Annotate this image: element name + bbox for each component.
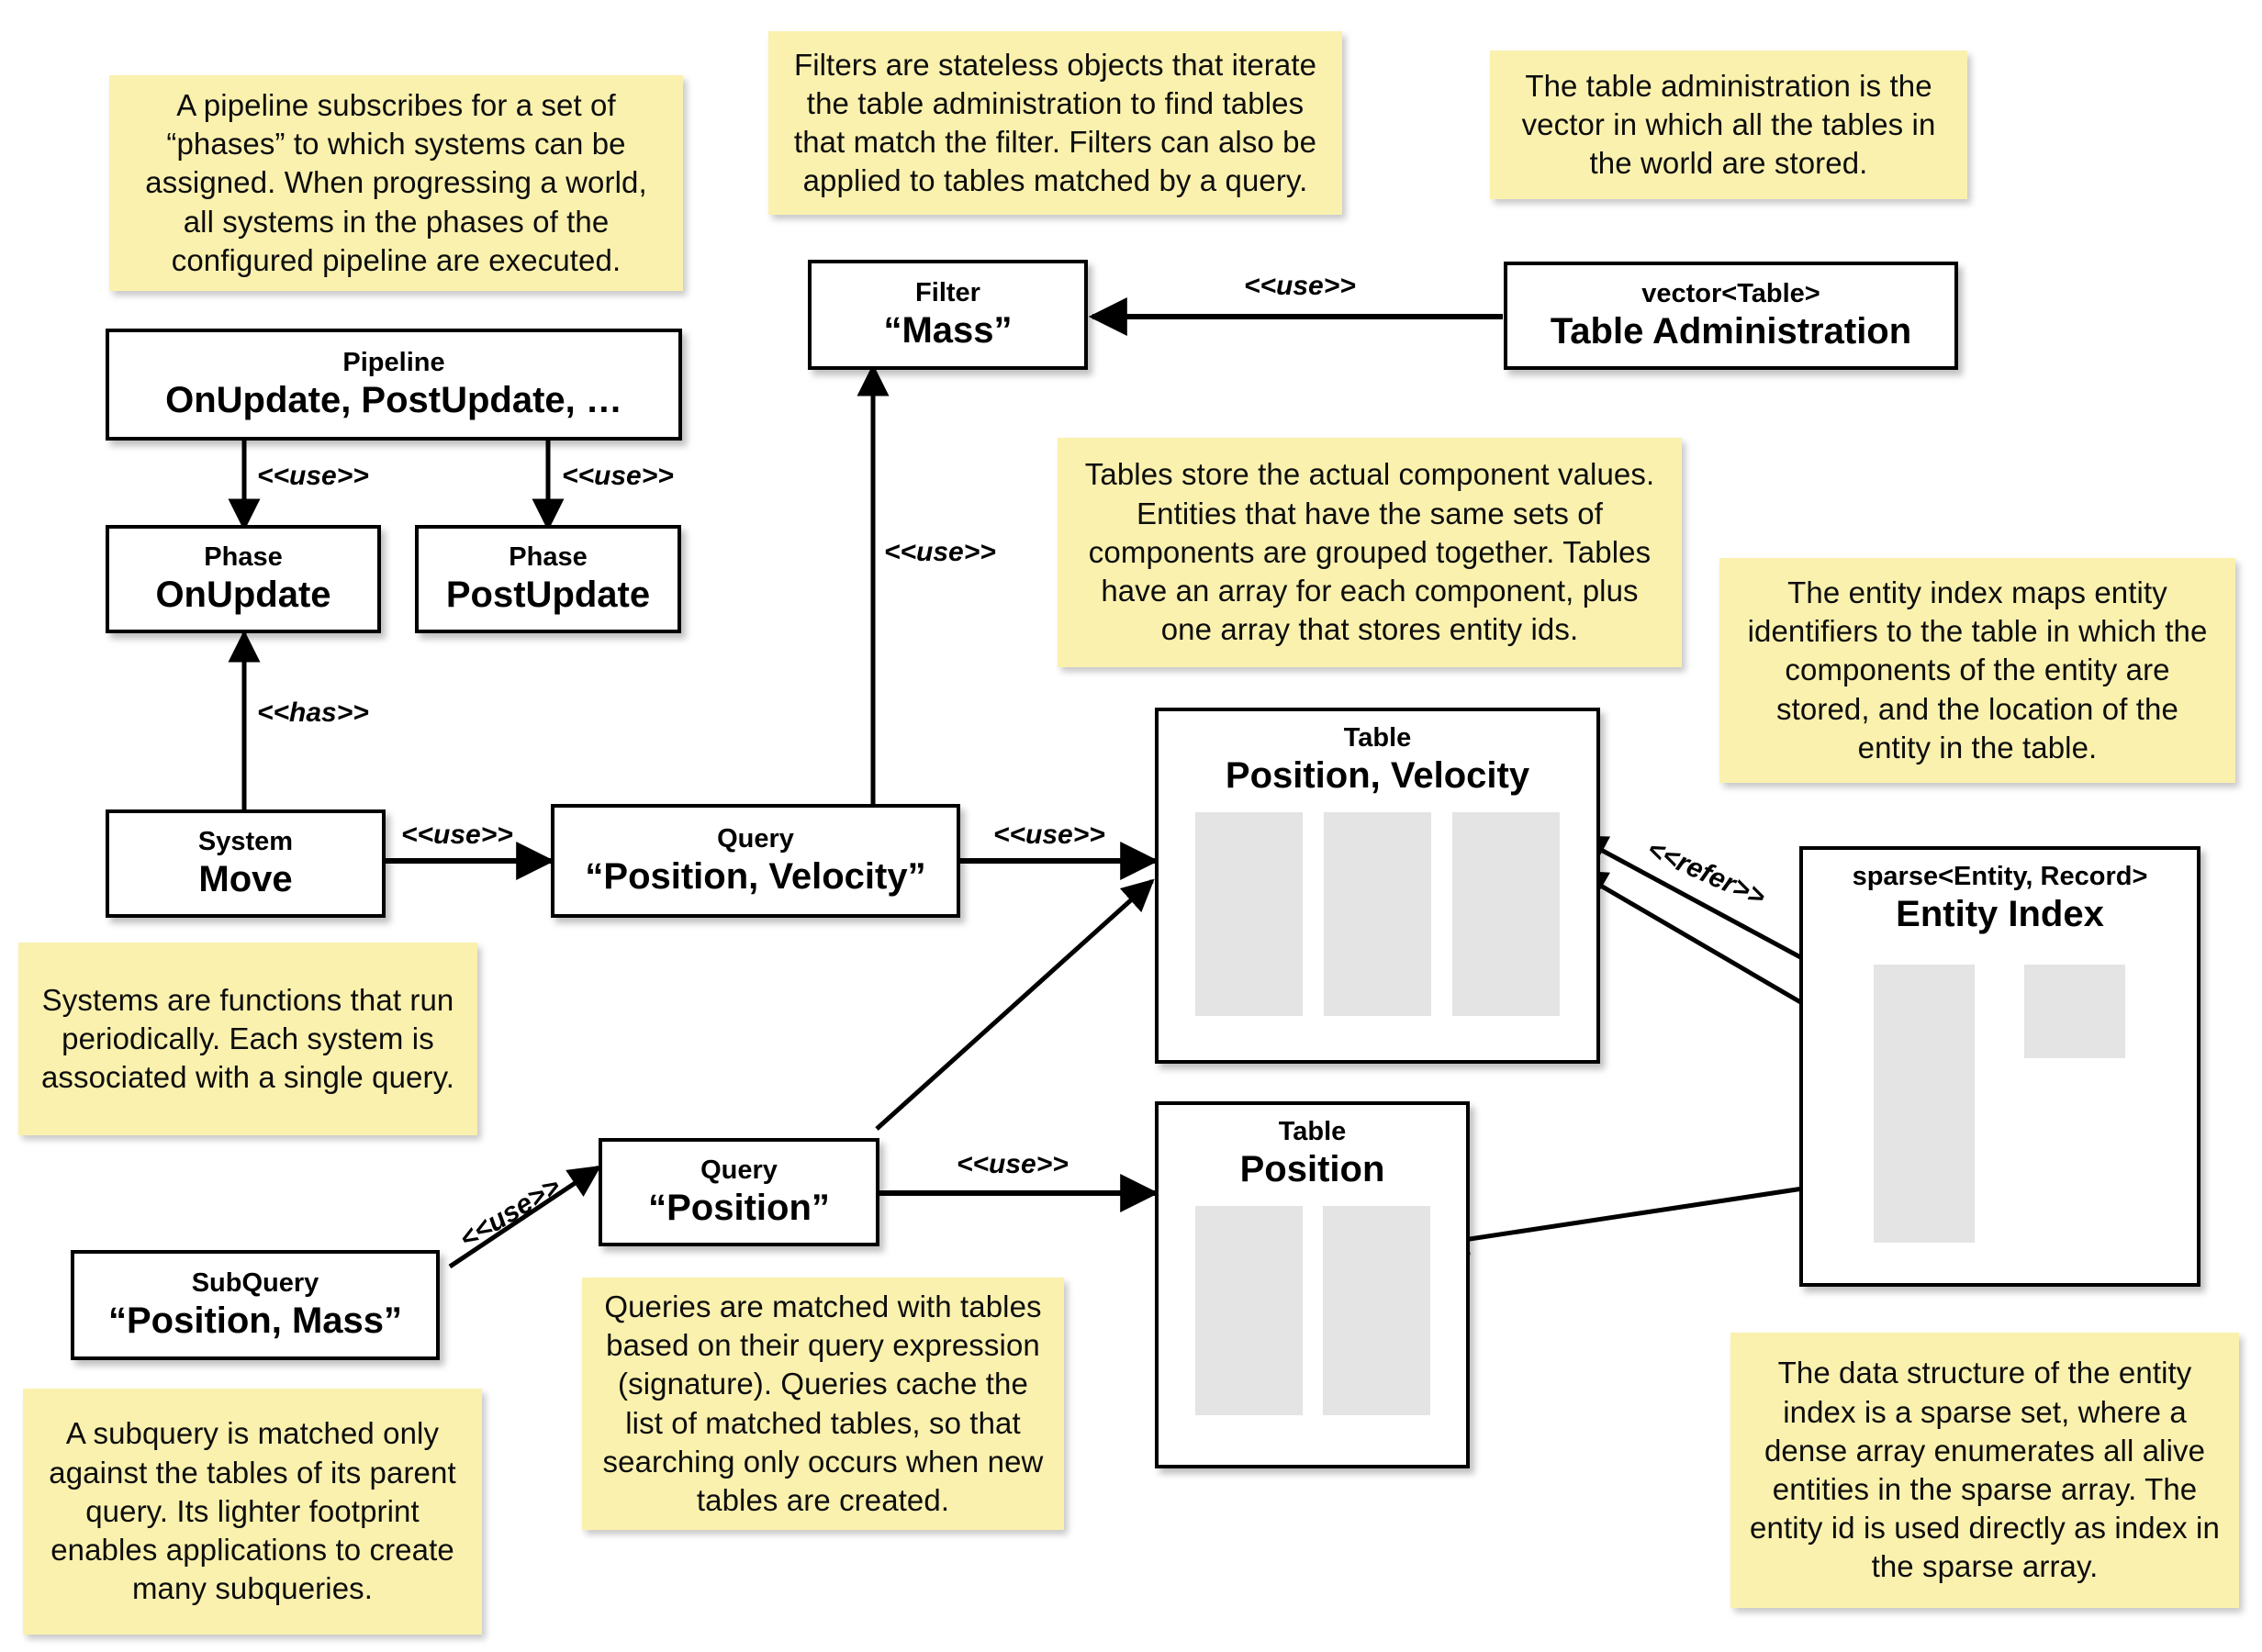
table-column [1194, 1206, 1303, 1415]
box-subquery-position-mass-title: “Position, Mass” [107, 1300, 403, 1341]
table-column [1324, 812, 1431, 1016]
note-entity-index: The entity index maps entity identifiers… [1719, 558, 2235, 783]
box-entity-index-stereotype: sparse<Entity, Record> [1852, 862, 2148, 891]
box-table-position-velocity-stereotype: Table [1343, 723, 1412, 753]
note-queries-text: Queries are matched with tables based on… [602, 1289, 1044, 1517]
note-entity-index-text: The entity index maps entity identifiers… [1747, 575, 2208, 765]
box-table-administration-stereotype: vector<Table> [1641, 279, 1820, 309]
dense-array-block [2024, 965, 2125, 1058]
note-tables-text: Tables store the actual component values… [1084, 457, 1655, 647]
note-systems-text: Systems are functions that run periodica… [40, 982, 455, 1095]
table-column [1452, 812, 1560, 1016]
edge-label-tableadmin-uses-filter: <<use>> [1244, 271, 1356, 301]
note-queries: Queries are matched with tables based on… [582, 1278, 1064, 1530]
box-system-move-stereotype: System [197, 827, 294, 857]
table-column [1322, 1206, 1430, 1415]
box-system-move[interactable]: System Move [106, 809, 386, 918]
note-subquery-text: A subquery is matched only against the t… [49, 1416, 456, 1606]
note-table-administration-text: The table administration is the vector i… [1521, 68, 1936, 181]
note-subquery: A subquery is matched only against the t… [23, 1389, 482, 1635]
box-pipeline-stereotype: Pipeline [342, 348, 445, 378]
edge-label-pipeline-onupdate: <<use>> [257, 461, 369, 491]
box-query-position-velocity-title: “Position, Velocity” [585, 855, 926, 897]
box-table-position-velocity[interactable]: Table Position, Velocity [1155, 708, 1600, 1064]
box-table-position[interactable]: Table Position [1155, 1101, 1470, 1468]
box-table-administration-title: Table Administration [1550, 310, 1912, 352]
box-subquery-position-mass-stereotype: SubQuery [191, 1268, 319, 1299]
box-phase-postupdate[interactable]: Phase PostUpdate [415, 525, 681, 633]
note-filter: Filters are stateless objects that itera… [768, 31, 1342, 215]
box-table-administration[interactable]: vector<Table> Table Administration [1504, 262, 1958, 370]
box-subquery-position-mass[interactable]: SubQuery “Position, Mass” [71, 1250, 440, 1360]
box-phase-onupdate[interactable]: Phase OnUpdate [106, 525, 381, 633]
box-pipeline-title: OnUpdate, PostUpdate, … [165, 379, 622, 420]
note-sparse-set-text: The data structure of the entity index i… [1750, 1356, 2220, 1584]
box-phase-onupdate-title: OnUpdate [155, 574, 331, 615]
edge-label-query-uses-filter: <<use>> [884, 537, 996, 567]
table-column [1195, 812, 1303, 1016]
sparse-array-block [1874, 965, 1975, 1243]
note-tables: Tables store the actual component values… [1058, 438, 1682, 667]
box-system-move-title: Move [198, 858, 293, 899]
box-table-position-velocity-title: Position, Velocity [1225, 754, 1530, 796]
box-query-position-stereotype: Query [700, 1155, 778, 1186]
box-phase-postupdate-title: PostUpdate [445, 574, 651, 615]
edge-label-queryp-uses-table: <<use>> [957, 1149, 1069, 1179]
table-position-velocity-columns [1159, 812, 1596, 1016]
note-pipeline: A pipeline subscribes for a set of “phas… [109, 75, 683, 291]
note-systems: Systems are functions that run periodica… [18, 943, 477, 1135]
box-table-position-stereotype: Table [1278, 1117, 1347, 1146]
edge-label-querypv-uses-table: <<use>> [993, 820, 1105, 850]
box-query-position[interactable]: Query “Position” [599, 1138, 879, 1246]
box-filter-mass-title: “Mass” [883, 309, 1013, 351]
edge-label-subquery-uses-query: <<use>> [454, 1171, 566, 1256]
box-entity-index[interactable]: sparse<Entity, Record> Entity Index [1799, 846, 2200, 1287]
edge-label-system-has-phase: <<has>> [257, 698, 369, 728]
edge-label-system-uses-query: <<use>> [401, 820, 513, 850]
note-pipeline-text: A pipeline subscribes for a set of “phas… [145, 87, 647, 277]
edge-label-pipeline-postupdate: <<use>> [562, 461, 674, 491]
box-phase-postupdate-stereotype: Phase [509, 542, 588, 573]
box-filter-mass[interactable]: Filter “Mass” [808, 260, 1088, 370]
box-phase-onupdate-stereotype: Phase [204, 542, 283, 573]
box-query-position-velocity-stereotype: Query [717, 824, 794, 854]
edge-label-entityindex-refer: <<refer>> [1642, 833, 1770, 913]
box-pipeline[interactable]: Pipeline OnUpdate, PostUpdate, … [106, 329, 682, 441]
table-position-columns [1159, 1206, 1466, 1415]
note-sparse-set: The data structure of the entity index i… [1730, 1333, 2239, 1608]
note-table-administration: The table administration is the vector i… [1490, 50, 1967, 199]
note-filter-text: Filters are stateless objects that itera… [793, 47, 1317, 198]
box-table-position-title: Position [1239, 1148, 1385, 1189]
box-entity-index-title: Entity Index [1896, 893, 2104, 934]
box-query-position-velocity[interactable]: Query “Position, Velocity” [551, 804, 960, 918]
box-filter-mass-stereotype: Filter [915, 278, 980, 308]
box-query-position-title: “Position” [648, 1187, 830, 1228]
edge-queryp-to-table-pv [875, 878, 1155, 1131]
